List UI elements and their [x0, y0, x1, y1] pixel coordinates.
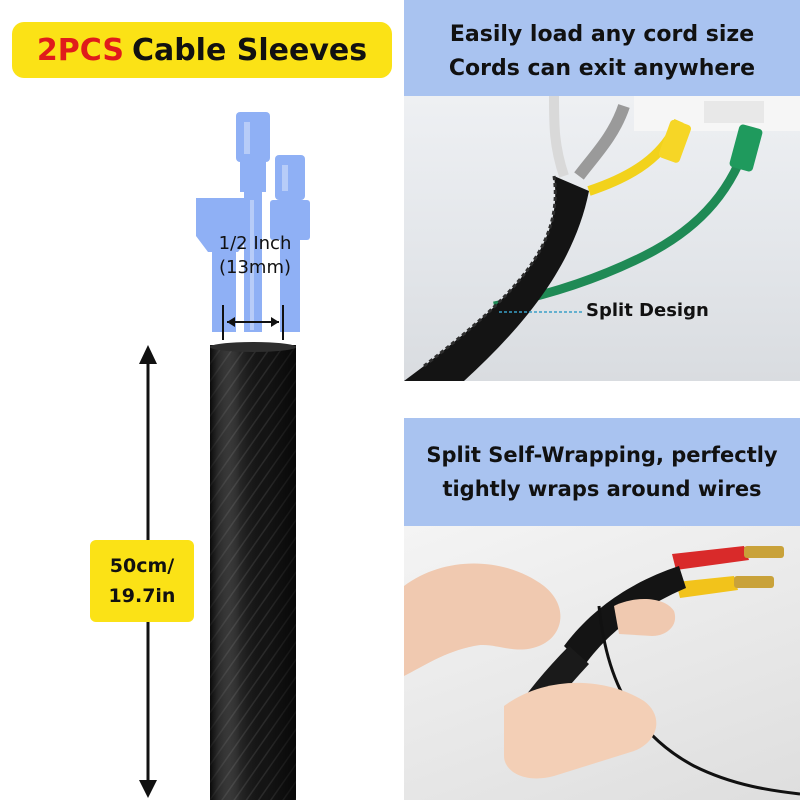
diameter-marker [222, 305, 284, 340]
bottom-caption-line1: Split Self-Wrapping, perfectly [426, 443, 778, 467]
cable-sleeve [210, 342, 296, 800]
title-badge: 2PCS Cable Sleeves [12, 22, 392, 78]
title-accent: 2PCS [36, 32, 124, 68]
title-text: Cable Sleeves [131, 32, 368, 68]
top-panel-caption: Easily load any cord size Cords can exit… [404, 18, 800, 86]
split-design-label: Split Design [586, 300, 709, 321]
top-caption-line1: Easily load any cord size [449, 22, 755, 47]
length-badge-line2: 19.7in [108, 585, 176, 607]
length-badge-line1: 50cm/ [109, 555, 175, 577]
top-panel-header [404, 0, 800, 96]
diameter-label: 1/2 Inch (13mm) [200, 232, 310, 280]
diameter-label-line2: (13mm) [218, 257, 292, 278]
wrapping-hands-photo [404, 546, 800, 796]
cable-organizer-photo [404, 96, 800, 381]
top-caption-line2: Cords can exit anywhere [448, 56, 756, 81]
bottom-panel-caption: Split Self-Wrapping, perfectly tightly w… [404, 438, 800, 506]
top-panel-photo [404, 96, 800, 381]
bottom-panel-photo [404, 526, 800, 800]
diameter-label-line1: 1/2 Inch [218, 233, 292, 254]
hdmi-plug-icon [196, 198, 250, 332]
bottom-caption-line2: tightly wraps around wires [442, 477, 762, 501]
bottom-panel-header [404, 418, 800, 526]
length-badge: 50cm/ 19.7in [90, 540, 194, 622]
